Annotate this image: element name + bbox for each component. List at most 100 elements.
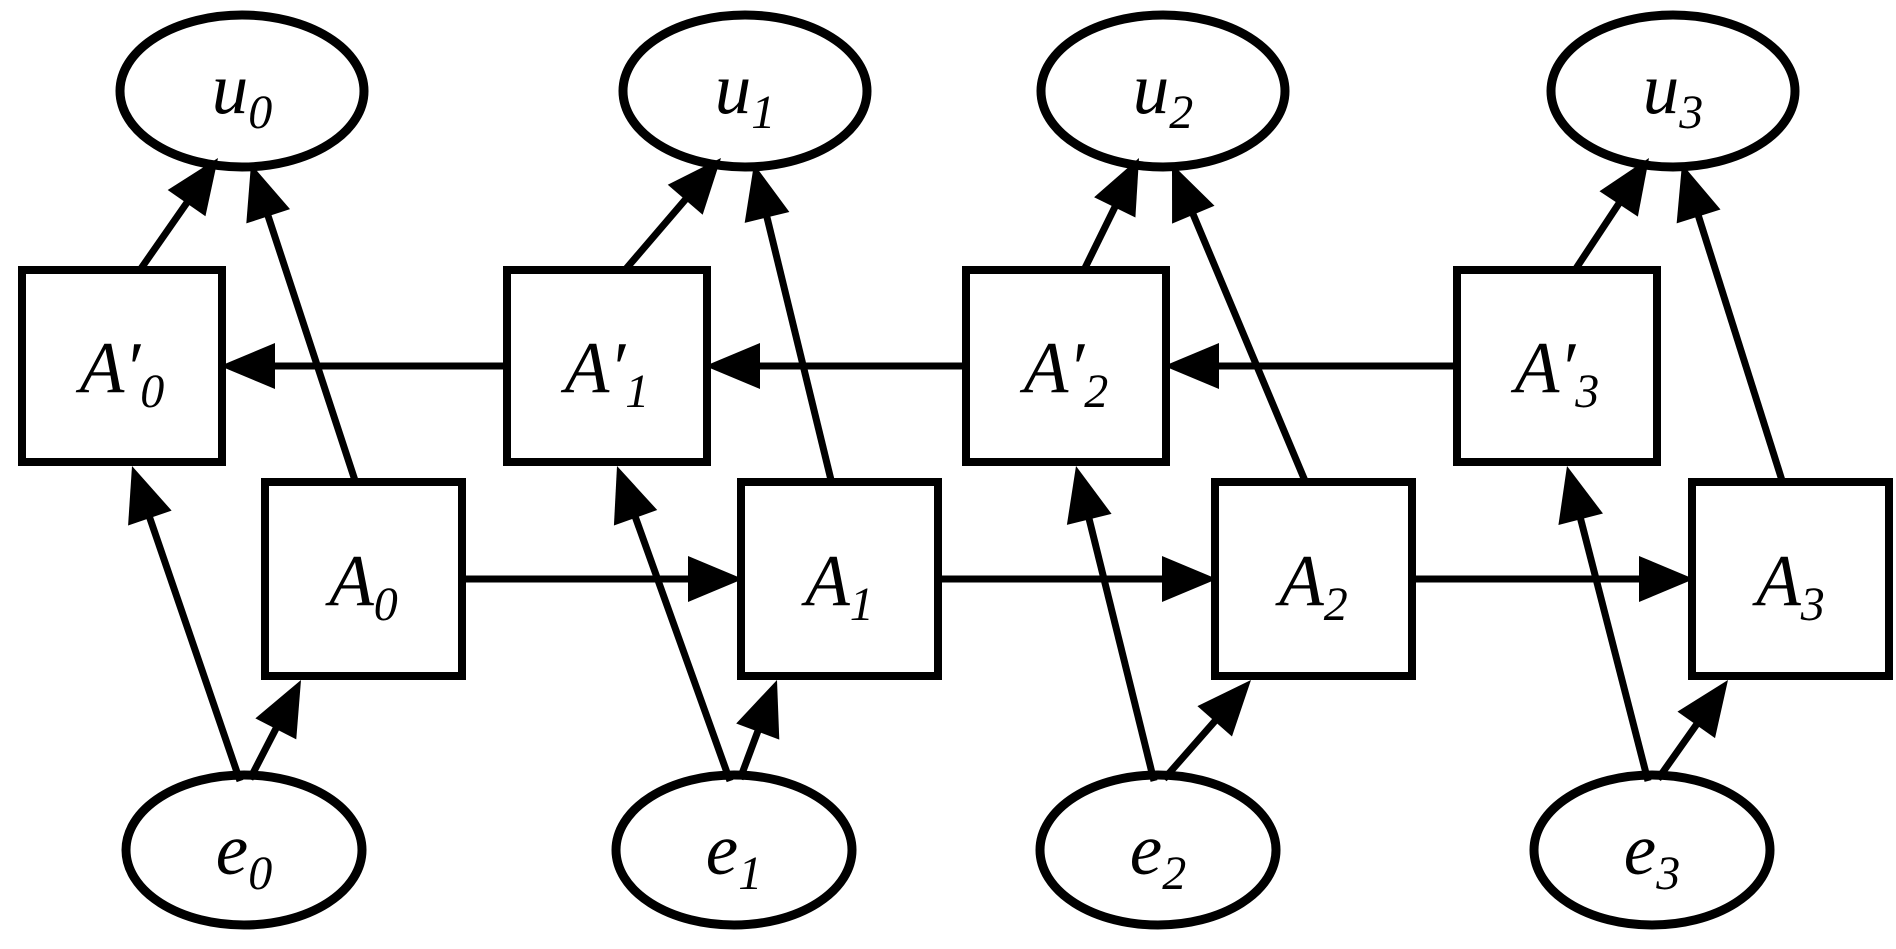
Ap1-label: A′1 [561, 327, 650, 418]
edge-A1-A2 [938, 556, 1217, 602]
edge-Ap3-u3 [1572, 158, 1649, 272]
Ap2-label: A′2 [1020, 327, 1109, 418]
edge-Ap1-Ap0 [220, 343, 507, 389]
edge-Ap1-u1 [622, 158, 721, 273]
arrowhead-icon [1162, 556, 1217, 602]
edge-A2-u2 [1172, 164, 1309, 484]
arrowhead-icon [1094, 158, 1139, 218]
u0-label: u0 [212, 48, 273, 139]
node-e2: e2 [1035, 770, 1281, 930]
edge-Ap2-u2-shaft [1080, 198, 1122, 272]
arrowhead-icon [1677, 680, 1728, 739]
edge-e0-Ap0-shaft [143, 509, 244, 783]
edge-e3-Ap3 [1558, 466, 1652, 782]
edges-layer [128, 158, 1786, 783]
edge-A3-u3 [1676, 164, 1786, 484]
arrowhead-icon [1599, 158, 1649, 217]
edge-e0-A0-shaft [246, 720, 283, 781]
node-A0: A0 [261, 478, 466, 680]
e2-label: e2 [1130, 809, 1186, 900]
u2-label: u2 [1133, 48, 1194, 139]
A0-label: A0 [325, 540, 398, 631]
edge-e2-Ap2 [1066, 466, 1158, 782]
u3-ellipse-shape [1546, 10, 1800, 172]
node-u0: u0 [115, 10, 369, 172]
edge-Ap2-u2 [1080, 158, 1139, 272]
edge-e1-A1-shaft [736, 722, 764, 781]
edge-Ap3-Ap2 [1164, 343, 1457, 389]
A2-label: A2 [1275, 540, 1348, 631]
edge-Ap3-u3-shaft [1572, 195, 1627, 272]
edge-e2-A2-shaft [1161, 712, 1223, 782]
edge-A0-u0 [246, 164, 359, 484]
arrowhead-icon [667, 158, 721, 215]
edge-A0-u0-shaft [262, 207, 359, 484]
nodes-layer: u0 u1 u2 u3A′0 A′1 A′2 A′3A0 A1 A2 A3 e0 e1 e2 e3 [18, 10, 1893, 930]
edge-e2-Ap2-shaft [1083, 510, 1158, 782]
e3-ellipse-shape [1529, 770, 1775, 930]
edge-A2-u2-shaft [1186, 205, 1309, 484]
node-u3: u3 [1546, 10, 1800, 172]
u3-label: u3 [1643, 48, 1704, 139]
arrowhead-icon [1676, 164, 1721, 224]
arrowhead-icon [1164, 343, 1219, 389]
e1-label: e1 [706, 809, 762, 900]
edge-e1-Ap1-shaft [629, 509, 734, 783]
arrowhead-icon [220, 343, 275, 389]
e0-ellipse-shape [121, 770, 367, 930]
node-A3: A3 [1688, 478, 1893, 680]
u1-label: u1 [715, 48, 776, 139]
arrowhead-icon [1639, 556, 1694, 602]
edge-Ap0-u0 [137, 158, 218, 273]
arrowhead-icon [1197, 680, 1251, 737]
e1-ellipse-shape [611, 770, 857, 930]
arrowhead-icon [705, 343, 760, 389]
arrowhead-icon [246, 164, 291, 224]
edge-A1-u1 [744, 164, 835, 483]
A1-label: A1 [801, 540, 874, 631]
node-u2: u2 [1036, 10, 1290, 172]
node-Ap1: A′1 [503, 266, 711, 466]
node-A1: A1 [737, 478, 942, 680]
edge-Ap1-u1-shaft [622, 191, 694, 273]
node-e0: e0 [121, 770, 367, 930]
node-e1: e1 [611, 770, 857, 930]
e3-label: e3 [1624, 809, 1680, 900]
arrowhead-icon [255, 680, 301, 740]
node-u1: u1 [618, 10, 872, 172]
edge-e3-A3-shaft [1655, 716, 1704, 782]
edge-e3-Ap3-shaft [1575, 510, 1652, 782]
node-Ap0: A′0 [18, 266, 226, 466]
edge-e2-A2 [1161, 680, 1251, 782]
node-e3: e3 [1529, 770, 1775, 930]
arrowhead-icon [167, 158, 218, 217]
arrowhead-icon [1066, 466, 1112, 525]
node-A2: A2 [1211, 478, 1416, 680]
A3-square-shape [1688, 478, 1893, 680]
edge-e0-A0 [246, 680, 301, 781]
A3-label: A3 [1752, 540, 1825, 631]
arrowhead-icon [736, 680, 780, 740]
arrowhead-icon [1558, 466, 1603, 525]
edge-e3-A3 [1655, 680, 1728, 782]
arrowhead-icon [688, 556, 743, 602]
edge-Ap2-Ap1 [705, 343, 966, 389]
u2-ellipse-shape [1036, 10, 1290, 172]
node-Ap2: A′2 [962, 266, 1170, 466]
edge-A0-A1 [462, 556, 743, 602]
arrowhead-icon [128, 466, 172, 526]
Ap3-label: A′3 [1511, 327, 1600, 418]
e0-label: e0 [216, 809, 272, 900]
u0-ellipse-shape [115, 10, 369, 172]
arrowhead-icon [744, 164, 790, 223]
edge-e0-Ap0 [128, 466, 244, 783]
Ap0-square-shape [18, 266, 226, 466]
arrowhead-icon [1172, 164, 1215, 224]
e2-ellipse-shape [1035, 770, 1281, 930]
A0-square-shape [261, 478, 466, 680]
edge-A3-u3-shaft [1692, 207, 1786, 484]
edge-e1-A1 [736, 680, 780, 781]
A2-square-shape [1211, 478, 1416, 680]
edge-Ap0-u0-shaft [137, 194, 195, 273]
